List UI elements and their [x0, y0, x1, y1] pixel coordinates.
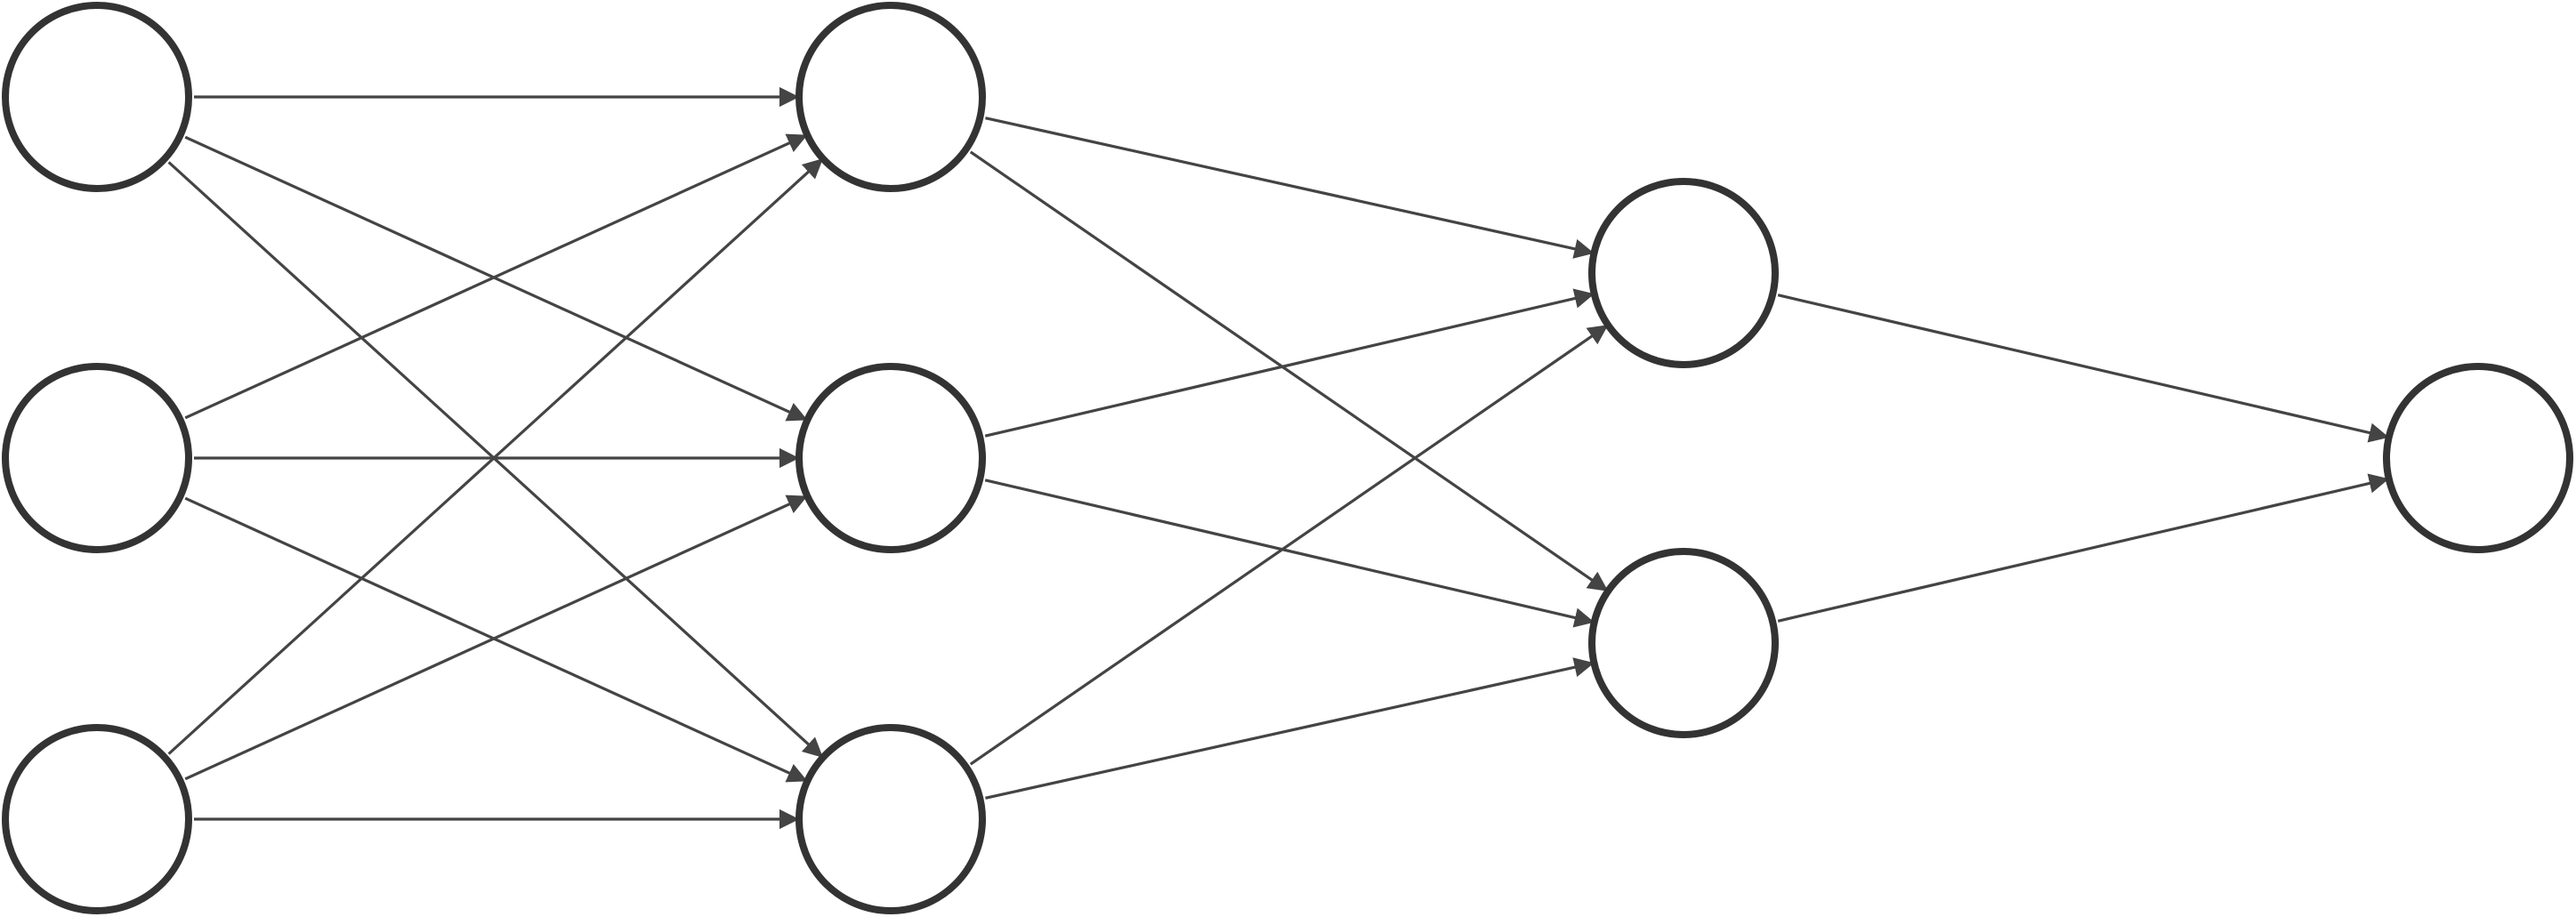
connection-l2n1-l3n1 — [985, 117, 1595, 259]
neuron-layer1-2 — [2, 363, 192, 553]
connection-l2n3-l3n2 — [985, 657, 1595, 800]
connection-l2n2-l3n1 — [984, 288, 1595, 438]
neuron-layer1-3 — [2, 724, 192, 914]
connection-l2n3-l3n1 — [969, 325, 1609, 766]
neuron-layer2-3 — [795, 724, 986, 914]
neuron-layer1-1 — [2, 2, 192, 192]
connections — [167, 86, 2389, 830]
connection-l1n2-l2n1 — [184, 133, 808, 420]
connection-l1n3-l2n1 — [167, 158, 824, 755]
neuron-layer2-2 — [795, 363, 986, 553]
neuron-layer2-1 — [795, 2, 986, 192]
connection-l3n1-l4n1 — [1777, 294, 2389, 443]
connection-l1n3-l2n2 — [184, 495, 808, 781]
neuron-layer3-1 — [1588, 178, 1779, 368]
connection-l2n1-l3n2 — [969, 150, 1609, 591]
neuron-layer4-1 — [2383, 363, 2573, 553]
neuron-layer3-2 — [1588, 548, 1779, 738]
connection-l2n2-l3n2 — [984, 479, 1595, 628]
connection-l3n2-l4n1 — [1777, 473, 2389, 623]
